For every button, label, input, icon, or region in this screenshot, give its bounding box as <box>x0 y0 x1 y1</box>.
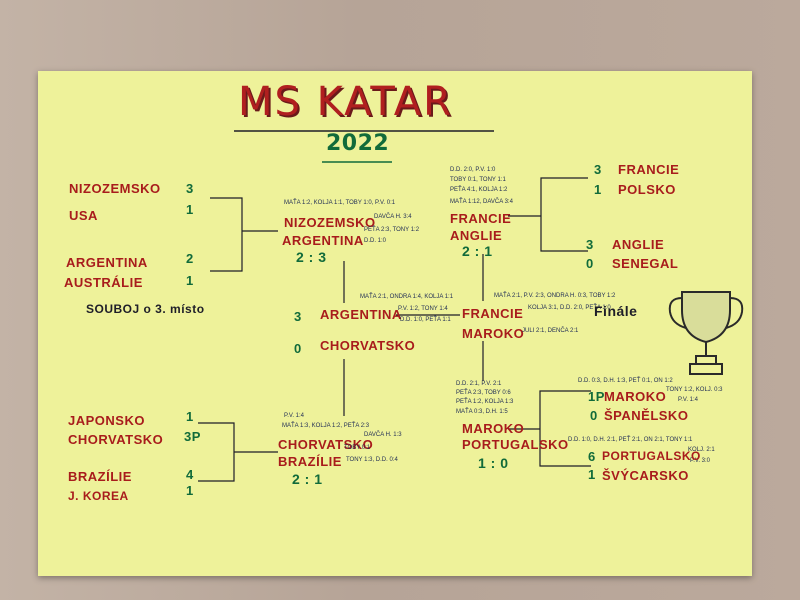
bet-note: TOBY 0:1 <box>344 445 371 451</box>
bet-note: MAŤA 1:12, DAVČA 3:4 <box>450 199 513 205</box>
r16-left-2-score2: 1 <box>186 273 194 288</box>
r16-left-2-team1: ARGENTINA <box>66 255 148 270</box>
sf-left-team2: CHORVATSKO <box>320 338 416 353</box>
r16-right-4-team1: PORTUGALSKO <box>602 449 701 463</box>
qf-right-bottom-score: 1 : 0 <box>478 455 509 471</box>
bet-note: DAVČA H. 1:3 <box>364 432 402 438</box>
bet-note: D.D. 2:0, P.V. 1:0 <box>450 167 496 173</box>
trophy-icon <box>668 291 744 375</box>
r16-right-2-score2: 0 <box>586 256 594 271</box>
r16-right-3-team2: ŠPANĚLSKO <box>604 408 689 423</box>
r16-left-3-team1: JAPONSKO <box>68 413 145 428</box>
bet-note: P.V. 1:4 <box>678 397 699 403</box>
r16-right-1-team2: POLSKO <box>618 182 676 197</box>
bet-note: MAŤA 2:1, ONDRA 1:4, KOLJA 1:1 <box>360 294 454 300</box>
bet-note: D.D. 2:1, P.V. 2:1 <box>456 381 502 387</box>
r16-left-2-team2: AUSTRÁLIE <box>64 275 143 290</box>
r16-left-1-team1: NIZOZEMSKO <box>69 181 161 196</box>
qf-left-top-team2: ARGENTINA <box>282 233 364 248</box>
bet-note: PEŤA 4:1, KOLJA 1:2 <box>450 187 508 193</box>
bet-note: D.D. 1:0, D.H. 2:1, PEŤ 2:1, ON 2:1, TON… <box>568 437 693 443</box>
page-title: MS KATAR <box>238 79 453 125</box>
bet-note: PEŤA 2:3, TOBY 0:6 <box>456 390 511 396</box>
bet-note: PEŤA 1:2, KOLJA 1:3 <box>456 399 514 405</box>
r16-left-3-score1: 1 <box>186 409 194 424</box>
year-label: 2022 <box>326 131 390 156</box>
qf-right-top-team1: FRANCIE <box>450 211 512 226</box>
qf-left-top-team1: NIZOZEMSKO <box>284 215 376 230</box>
r16-right-2-team2: SENEGAL <box>612 256 679 271</box>
poster: MS KATAR 2022 NIZOZEMSKO 3 USA 1 ARGENTI… <box>38 71 752 576</box>
r16-left-4-team2: J. KOREA <box>68 489 129 503</box>
r16-left-1-score1: 3 <box>186 181 194 196</box>
qf-left-bottom-score: 2 : 1 <box>292 471 323 487</box>
sf-left-score2: 0 <box>294 341 302 356</box>
bet-note: MAŤA 1:2, KOLJA 1:1, TOBY 1:0, P.V. 0:1 <box>284 200 396 206</box>
r16-right-4-score1: 6 <box>588 449 596 464</box>
qf-right-top-team2: ANGLIE <box>450 228 503 243</box>
qf-right-bottom-team2: PORTUGALSKO <box>462 437 569 452</box>
r16-right-2-score1: 3 <box>586 237 594 252</box>
bet-note: P.V. 1:4 <box>284 413 305 419</box>
title-underline <box>234 130 494 132</box>
qf-left-bottom-team1: CHORVATSKO <box>278 437 374 452</box>
final-label: Finále <box>594 303 638 319</box>
sf-left-score1: 3 <box>294 309 302 324</box>
r16-left-2-score1: 2 <box>186 251 194 266</box>
bracket-lines <box>198 177 591 482</box>
r16-right-1-score2: 1 <box>594 182 602 197</box>
sf-right-team1: FRANCIE <box>462 306 524 321</box>
r16-left-4-score2: 1 <box>186 483 194 498</box>
bet-note: KOLJA 3:1, D.D. 2:0, PEŤA 1:0 <box>528 305 611 311</box>
bet-note: TONY 1:2, KOLJ. 0:3 <box>666 387 723 393</box>
r16-right-2-team1: ANGLIE <box>612 237 665 252</box>
r16-left-1-score2: 1 <box>186 202 194 217</box>
bet-note: D.D. 1:0 <box>364 238 387 244</box>
r16-left-1-team2: USA <box>69 208 98 223</box>
qf-left-bottom-team2: BRAZÍLIE <box>278 454 342 469</box>
r16-right-3-score1: 1P <box>588 389 605 404</box>
r16-right-3-score2: 0 <box>590 408 598 423</box>
bet-note: PEŤA 2:3, TONY 1:2 <box>364 227 420 233</box>
sf-right-team2: MAROKO <box>462 326 525 341</box>
bet-note: KOLJ. 2:1 <box>688 447 715 453</box>
r16-right-1-score1: 3 <box>594 162 602 177</box>
bet-note: MAŤA 2:1, P.V. 2:3, ONDRA H. 0:3, TOBY 1… <box>494 293 616 299</box>
r16-right-3-team1: MAROKO <box>604 389 667 404</box>
r16-left-3-team2: CHORVATSKO <box>68 432 164 447</box>
r16-left-4-score1: 4 <box>186 467 194 482</box>
qf-left-top-score: 2 : 3 <box>296 249 327 265</box>
bet-note: MAŤA 0:3, D.H. 1:5 <box>456 409 508 415</box>
r16-left-4-team1: BRAZÍLIE <box>68 469 132 484</box>
bet-note: TOBY 0:1, TONY 1:1 <box>450 177 506 183</box>
sf-left-team1: ARGENTINA <box>320 307 402 322</box>
bet-note: DAVČA H. 3:4 <box>374 214 412 220</box>
bet-note: P.V. 3:0 <box>690 458 711 464</box>
bet-note: TONY 1:3, D.D. 0:4 <box>346 457 398 463</box>
qf-right-top-score: 2 : 1 <box>462 243 493 259</box>
r16-right-4-score2: 1 <box>588 467 596 482</box>
r16-right-1-team1: FRANCIE <box>618 162 680 177</box>
r16-right-4-team2: ŠVÝCARSKO <box>602 468 689 483</box>
third-place-label: SOUBOJ o 3. místo <box>86 302 205 316</box>
bet-note: D.D. 1:0, PEŤA 1:1 <box>400 317 451 323</box>
qf-right-bottom-team1: MAROKO <box>462 421 525 436</box>
r16-left-3-score2: 3P <box>184 429 201 444</box>
bet-note: MAŤA 1:3, KOLJA 1:2, PEŤA 2:3 <box>282 423 370 429</box>
bet-note: P.V. 1:2, TONY 1:4 <box>398 306 448 312</box>
bet-note: D.D. 0:3, D.H. 1:3, PEŤ 0:1, ON 1:2 <box>578 378 673 384</box>
year-underline <box>322 161 392 163</box>
bet-note: JULI 2:1, DENČA 2:1 <box>522 328 579 334</box>
